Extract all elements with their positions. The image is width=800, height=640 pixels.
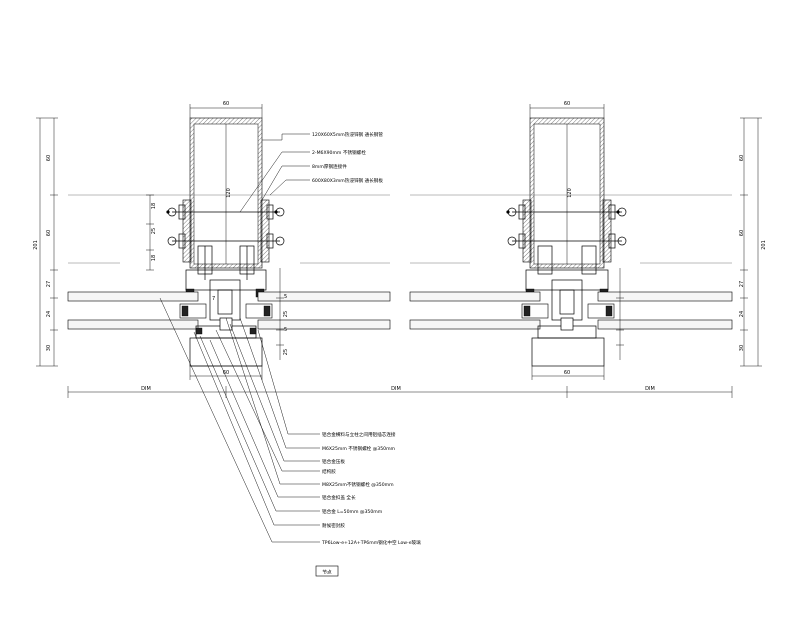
dim-top-left: 60 <box>223 101 229 107</box>
dim-bottom-3: DIM <box>645 386 655 392</box>
callout-bottom-7: 铝合金 L=50mm @350mm <box>322 508 383 515</box>
dim-left-seg-2: 60 <box>46 230 52 236</box>
callout-bottom-4: 结构胶 <box>322 468 336 475</box>
callout-top-4: 600X80X3mm热浸锌钢 通长钢板 <box>312 177 383 184</box>
dim-left-seg-3: 27 <box>46 281 52 287</box>
dim-right-seg-5: 30 <box>739 345 745 351</box>
dim-left-seg-4: 24 <box>46 311 52 317</box>
dim-right-seg-3: 27 <box>739 281 745 287</box>
dim-top-right: 60 <box>564 101 570 107</box>
right-detail <box>409 104 733 380</box>
callout-top-2: 2-M6X90mm 不锈钢螺栓 <box>312 149 366 156</box>
dim-right-seg-4: 24 <box>739 311 745 317</box>
dim-right-seg-1: 60 <box>739 155 745 161</box>
dim-small-7: 5 <box>284 294 287 300</box>
outer-dimensions <box>36 117 762 398</box>
dim-bottom-2: DIM <box>391 386 401 392</box>
top-leaders <box>239 133 310 213</box>
dim-left-seg-5: 30 <box>46 345 52 351</box>
right-cover-cap <box>531 317 605 367</box>
left-cover-cap <box>189 317 263 367</box>
callout-bottom-3: 铝合金压板 <box>322 458 345 465</box>
dim-total-left: 201 <box>33 240 39 250</box>
callout-bottom-6: 铝合金扣盖 全长 <box>322 494 356 501</box>
dim-tube-right: 120 <box>567 188 573 198</box>
dim-total-right: 201 <box>761 240 767 250</box>
dim-bottom-1: DIM <box>141 386 151 392</box>
dim-small-1: 18 <box>151 203 157 209</box>
dim-left-seg-1: 60 <box>46 155 52 161</box>
callout-top-3: 8mm厚钢连接件 <box>312 163 347 170</box>
callout-bottom-2: M6X25mm 不锈钢螺栓 @350mm <box>322 445 396 452</box>
callout-top-1: 120X60X5mm热浸锌钢 通长钢管 <box>312 131 383 138</box>
dim-small-8: 5 <box>284 327 287 333</box>
title-mark: 节点 <box>315 565 339 577</box>
callout-bottom-1: 铝合金横料与立柱之间用铝插芯连接 <box>322 431 396 438</box>
left-glass <box>67 291 391 330</box>
dim-right-seg-2: 60 <box>739 230 745 236</box>
dim-small-2: 25 <box>151 228 157 234</box>
dim-bottom-left: 60 <box>223 370 229 376</box>
right-bolts <box>506 199 627 263</box>
left-detail <box>67 104 391 380</box>
callout-bottom-5: M8X25mm不锈钢螺栓 @350mm <box>322 481 394 488</box>
left-bolts <box>166 199 285 263</box>
dim-bottom-right: 60 <box>564 370 570 376</box>
right-glass <box>409 291 733 330</box>
dim-small-6: 7 <box>212 296 215 302</box>
dim-small-3: 18 <box>151 255 157 261</box>
dim-small-5: 25 <box>283 349 289 355</box>
callout-bottom-9: TP6Low-e+12A+TP6mm钢化中空 Low-e玻璃 <box>321 539 421 546</box>
callout-bottom-8: 耐候密封胶 <box>322 522 345 529</box>
title-mark-text: 节点 <box>322 570 332 576</box>
bottom-leaders <box>159 297 320 543</box>
dim-small-4: 25 <box>283 311 289 317</box>
dim-tube-left: 120 <box>226 188 232 198</box>
